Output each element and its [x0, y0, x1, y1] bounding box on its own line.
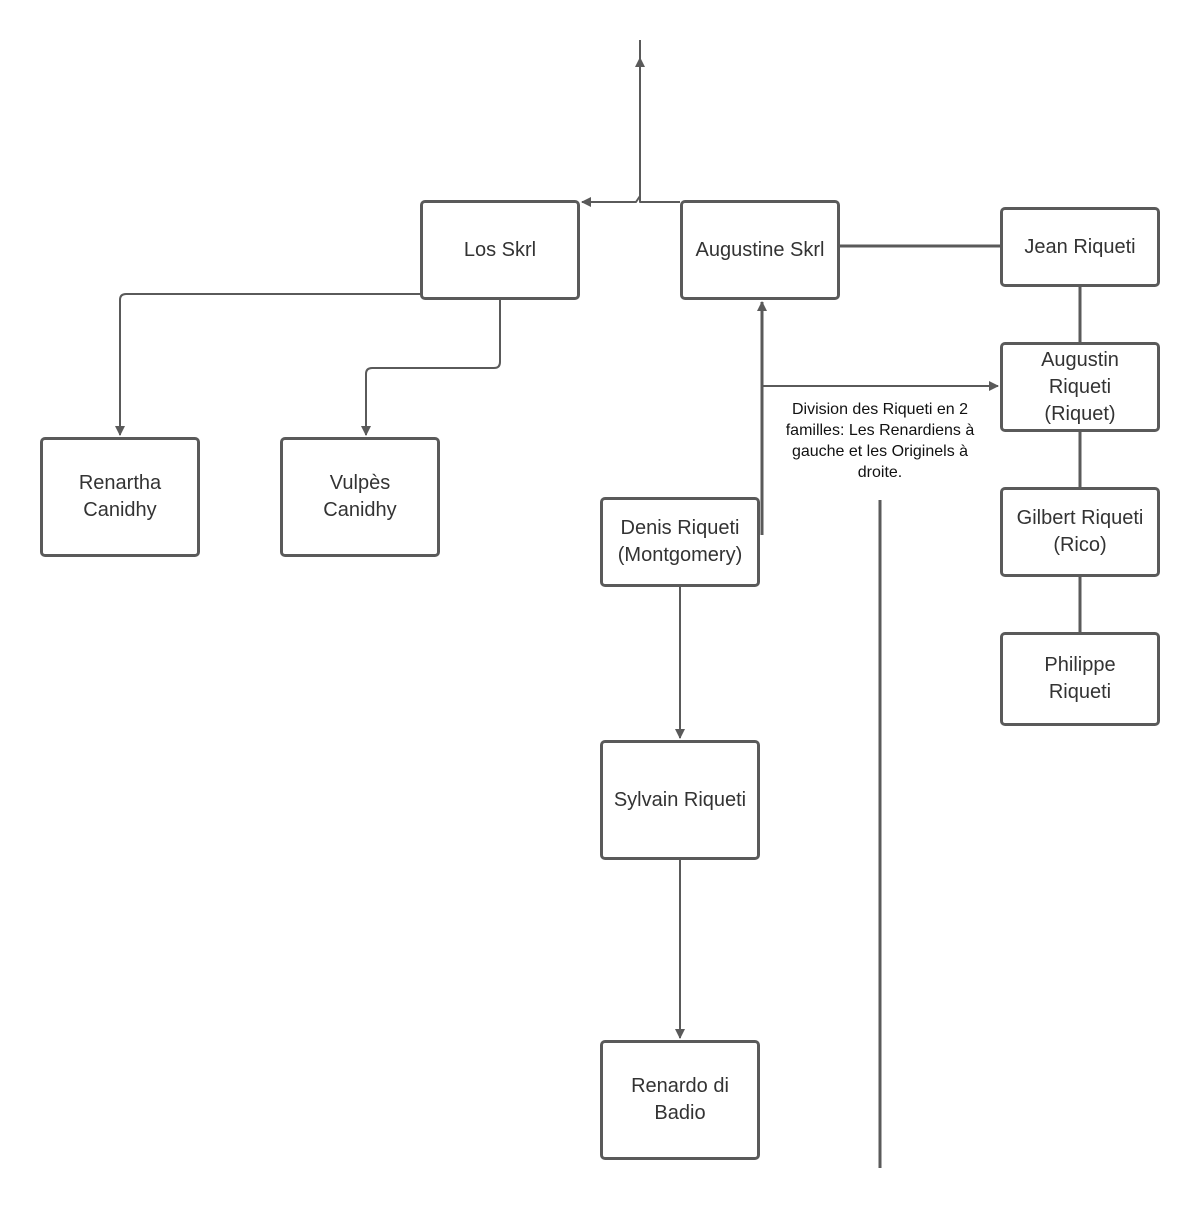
node-label-line: Vulpès [329, 472, 391, 494]
node-label-line: Denis Riqueti [620, 517, 740, 539]
node-label: Sylvain Riqueti [613, 788, 747, 811]
node-label-line: (Rico) [1053, 534, 1107, 556]
node-label-line: (Riquet) [1044, 402, 1116, 425]
node-label-line: Philippe [1044, 654, 1116, 676]
node-label: Augustine Skrl [695, 238, 825, 261]
node-label-line: Riqueti [1048, 681, 1112, 703]
node-gilbert-riqueti[interactable]: Gilbert Riqueti (Rico) [1000, 487, 1160, 577]
node-denis-riqueti[interactable]: Denis Riqueti (Montgomery) [600, 497, 760, 587]
node-vulpes-canidhy[interactable]: Vulpès Canidhy [280, 437, 440, 557]
node-label-line: Augustin [1041, 348, 1119, 371]
division-annotation: Division des Riqueti en 2 familles: Les … [785, 401, 975, 481]
node-philippe-riqueti[interactable]: Philippe Riqueti [1000, 632, 1160, 726]
node-augustin-riqueti[interactable]: Augustin Riqueti (Riquet) [1000, 342, 1160, 432]
node-los-skrl[interactable]: Los Skrl [420, 200, 580, 300]
node-label-line: Renartha [78, 472, 162, 494]
node-label-line: Canidhy [323, 499, 397, 521]
node-renardo-di-badio[interactable]: Renardo di Badio [600, 1040, 760, 1160]
node-label-line: Gilbert Riqueti [1016, 507, 1144, 529]
node-label-line: (Montgomery) [617, 544, 743, 566]
node-label: Jean Riqueti [1024, 235, 1136, 258]
connector-augustine-to-los [581, 195, 680, 207]
node-label-line: Riqueti [1048, 375, 1112, 398]
node-label-line: Renardo di [631, 1075, 729, 1097]
node-label: Los Skrl [463, 238, 537, 261]
connector-los-vulpes [361, 300, 501, 436]
connector-los-renartha [115, 293, 420, 436]
node-label-line: Badio [654, 1102, 706, 1124]
node-sylvain-riqueti[interactable]: Sylvain Riqueti [600, 740, 760, 860]
node-jean-riqueti[interactable]: Jean Riqueti [1000, 207, 1160, 287]
node-label-line: Canidhy [83, 499, 157, 521]
node-augustine-skrl[interactable]: Augustine Skrl [680, 200, 840, 300]
node-renartha-canidhy[interactable]: Renartha Canidhy [40, 437, 200, 557]
